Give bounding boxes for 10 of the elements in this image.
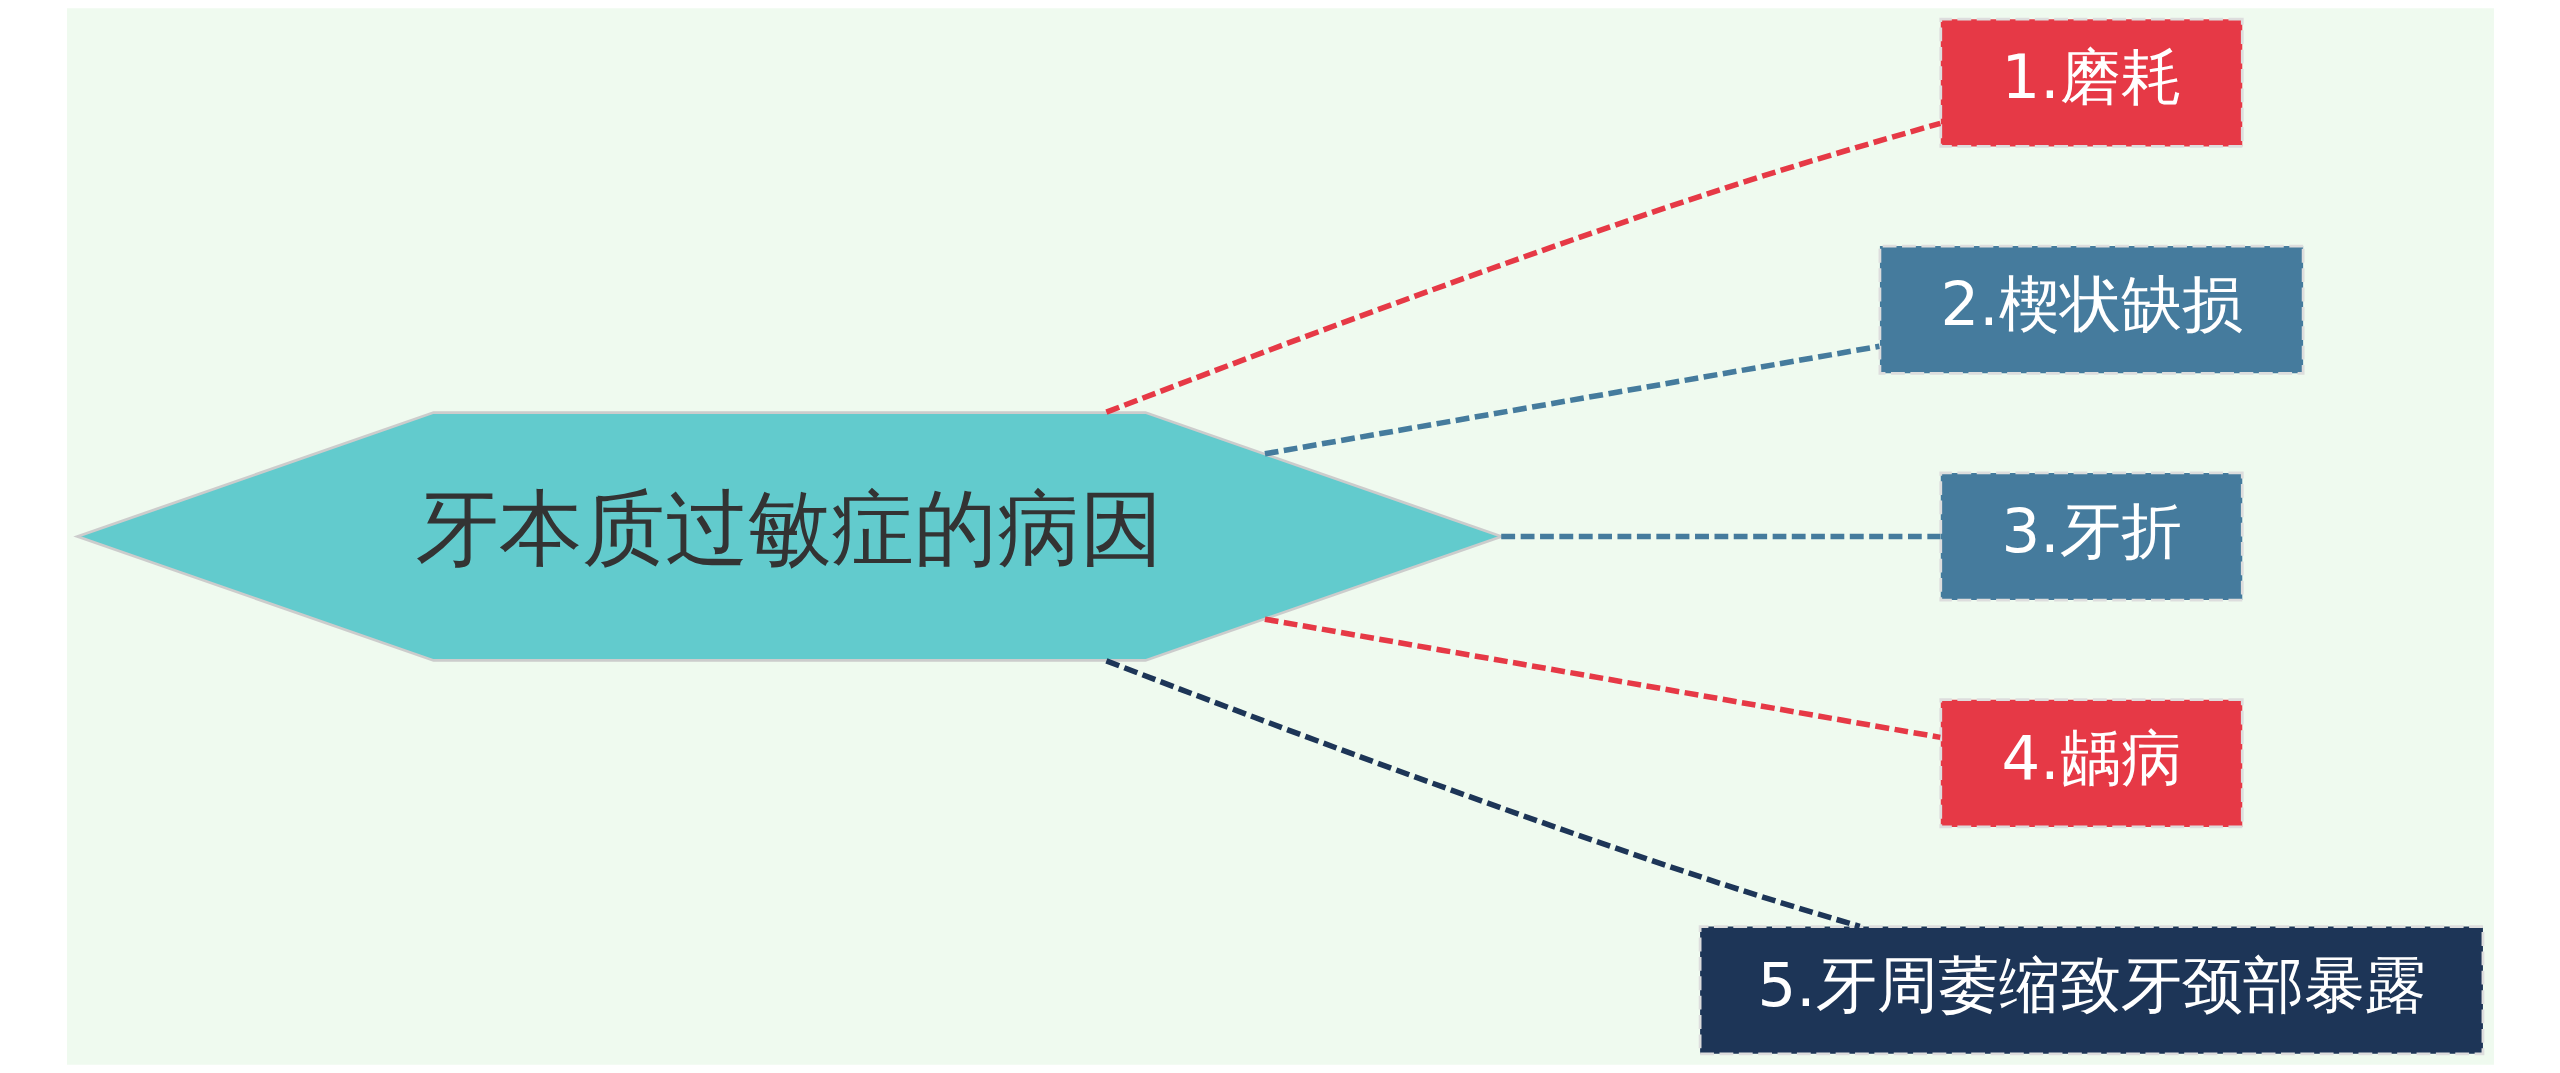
node-box: 5.牙周萎缩致牙颈部暴露 [1698, 925, 2484, 1056]
connector [1263, 616, 1941, 741]
node-box: 4.龋病 [1938, 698, 2244, 829]
connector [1263, 343, 1880, 457]
connector [1104, 658, 1861, 930]
connector [1104, 120, 1941, 415]
node-box: 1.磨耗 [1938, 17, 2244, 148]
node-box: 3.牙折 [1938, 471, 2244, 602]
node-box: 2.楔状缺损 [1878, 244, 2305, 375]
connector [1500, 533, 1940, 540]
